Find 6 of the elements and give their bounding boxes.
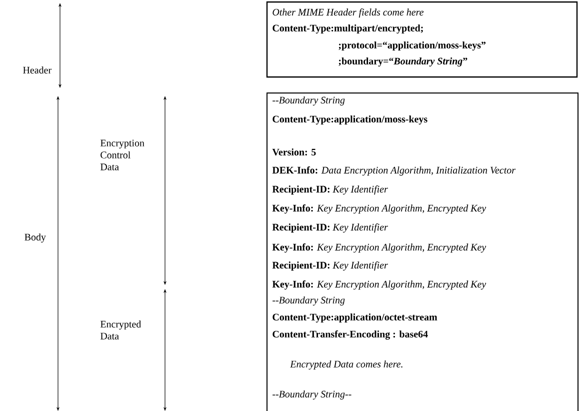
- body-box: --Boundary String Content-Type:application/moss-keys Version: 5 DEK-Info: Data Encryption Algorithm, Initialization Vector Recipient-ID: Key Identifier Key-Info: Key Encryption Algorithm, Encrypted Key Recipient-ID: Key Identifier Key-Info: Key Encryption Algorithm, Encrypted Key Recipient-ID: Key Identifier Key-Info: Key Encryption Algorithm, Encrypted Key --Boundary String Content-Type:application/octet-stream Content-Transfer-Encoding : base64 Encrypted Data comes here. --Boundary String--: [266, 92, 578, 411]
- section-label: Body: [24, 233, 46, 243]
- section-label: Encryption Control Data: [100, 140, 144, 170]
- section-label: Header: [23, 66, 52, 74]
- header-box: Other MIME Header fields come here Content-Type:multipart/encrypted; ;protocol=“application/moss-keys” ;boundary=“Boundary String”: [266, 1, 578, 78]
- section-label: Encrypted Data: [100, 320, 142, 340]
